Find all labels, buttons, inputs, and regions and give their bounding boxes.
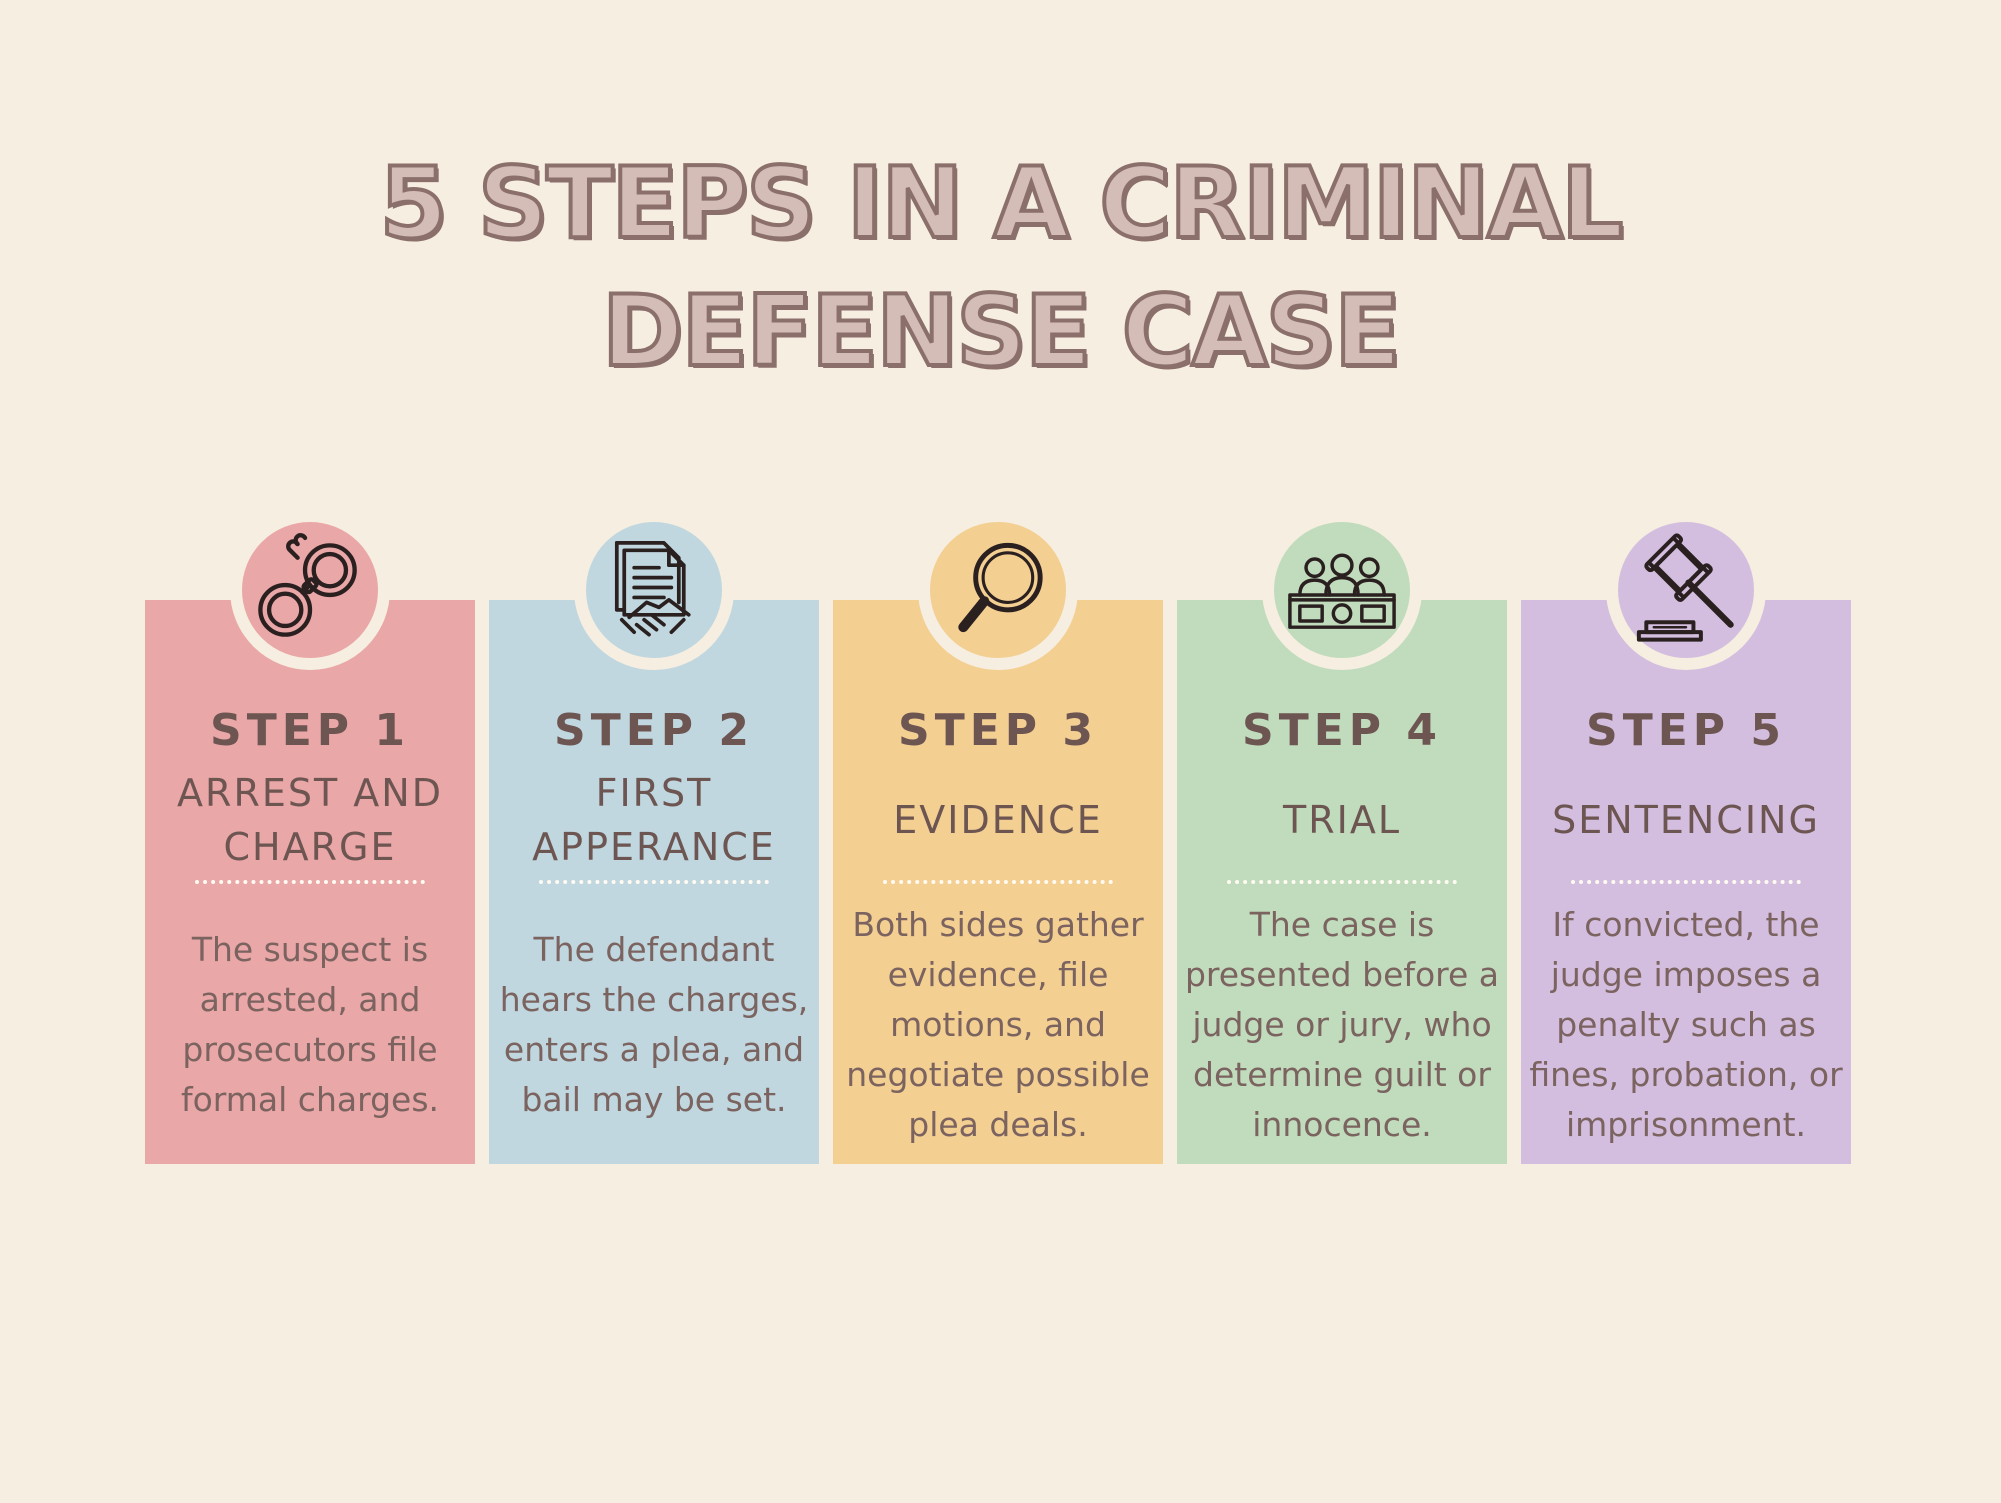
step-description: If convicted, the judge imposes a penalt… [1529,905,1843,1144]
dotted-divider [883,880,1113,884]
icon-circle [1262,510,1422,670]
step-label: STEP 1 [210,705,410,756]
step-name: TRIAL [1283,798,1401,842]
title-line-1: 5 STEPS IN A CRIMINAL [378,145,1626,263]
step-description: The case is presented before a judge or … [1184,905,1500,1144]
step-description: The defendant hears the charges, enters … [499,930,809,1119]
step-name: FIRST APPERANCE [532,771,776,869]
page-title: 5 STEPS IN A CRIMINAL DEFENSE CASE [0,140,2001,396]
icon-circle [230,510,390,670]
handcuffs-icon [258,533,357,637]
step-name: SENTENCING [1552,798,1820,842]
step-label: STEP 4 [1242,705,1442,756]
step-card-5: STEP 5 SENTENCING If convicted, the judg… [1521,510,1851,1164]
step-description: The suspect is arrested, and prosecutors… [180,930,440,1119]
icon-circle [918,510,1078,670]
step-name: EVIDENCE [893,798,1103,842]
dotted-divider [1571,880,1801,884]
step-label: STEP 3 [898,705,1098,756]
dotted-divider [539,880,769,884]
step-card-1: STEP 1 ARREST AND CHARGE The suspect is … [145,510,475,1164]
icon-circle [574,510,734,670]
title-line-2: DEFENSE CASE [600,273,1403,391]
magnifying-glass-icon [958,542,1043,633]
step-description: Both sides gather evidence, file motions… [846,905,1150,1144]
step-label: STEP 5 [1586,705,1786,756]
step-card-2: STEP 2 FIRST APPERANCE The defendant hea… [489,510,819,1164]
gavel-icon [1636,533,1734,642]
document-handshake-icon [614,541,691,637]
step-label: STEP 2 [554,705,754,756]
jury-icon [1288,553,1396,629]
icon-circle [1606,510,1766,670]
step-name: ARREST AND CHARGE [177,771,443,869]
dotted-divider [195,880,425,884]
dotted-divider [1227,880,1457,884]
step-card-3: STEP 3 EVIDENCE Both sides gather eviden… [833,510,1163,1164]
step-card-4: STEP 4 TRIAL The case is presented befor… [1177,510,1507,1164]
